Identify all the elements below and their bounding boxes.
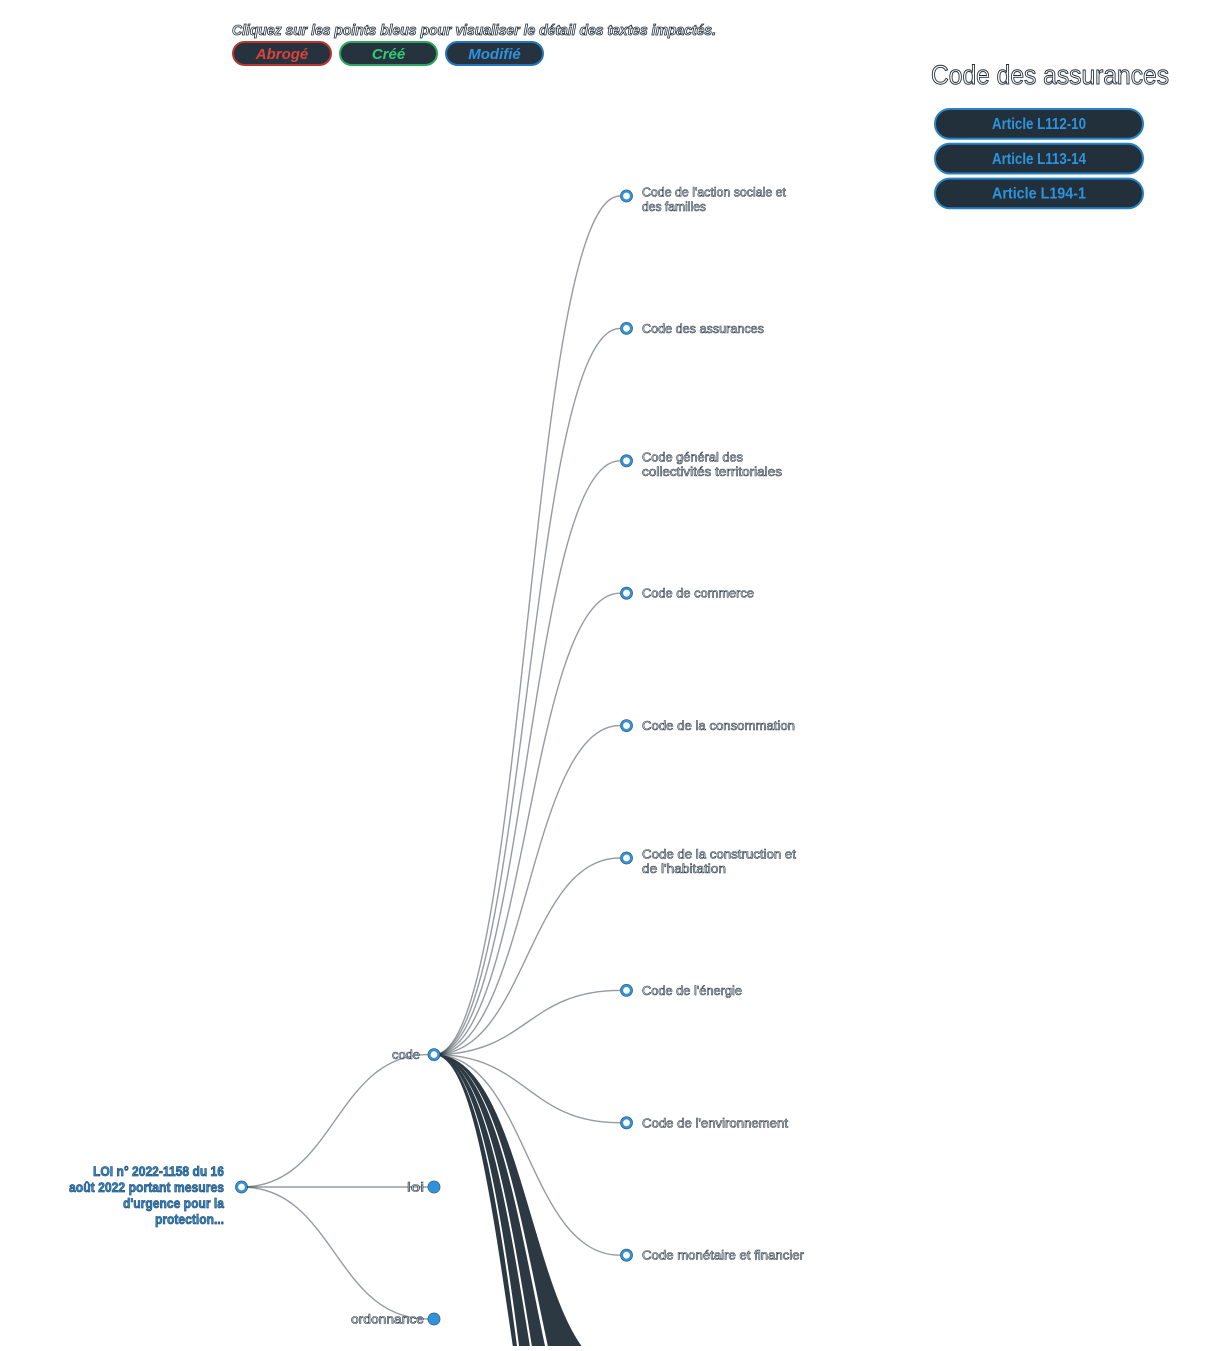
svg-text:Code des assurances: Code des assurances [931, 60, 1169, 90]
svg-text:Modifié: Modifié [468, 46, 521, 63]
svg-text:Créé: Créé [372, 46, 405, 63]
svg-text:Code de commerce: Code de commerce [642, 586, 754, 601]
svg-text:des familles: des familles [642, 199, 706, 214]
svg-text:Article L112-10: Article L112-10 [992, 116, 1086, 133]
svg-text:d'urgence pour la: d'urgence pour la [123, 1195, 224, 1211]
svg-text:Code de l'énergie: Code de l'énergie [642, 983, 742, 998]
svg-text:LOI n° 2022-1158 du 16: LOI n° 2022-1158 du 16 [93, 1163, 224, 1179]
svg-text:Code de l'action sociale et: Code de l'action sociale et [642, 185, 786, 200]
svg-text:collectivités territoriales: collectivités territoriales [642, 464, 783, 479]
svg-text:protection...: protection... [155, 1211, 224, 1227]
svg-text:Article L194-1: Article L194-1 [992, 186, 1086, 203]
svg-text:Cliquez sur les points bleus p: Cliquez sur les points bleus pour visual… [232, 23, 716, 39]
svg-text:Code de la consommation: Code de la consommation [642, 718, 795, 733]
svg-text:Code général des: Code général des [642, 449, 743, 464]
svg-text:août 2022 portant mesures: août 2022 portant mesures [69, 1179, 224, 1195]
svg-text:loi: loi [407, 1180, 424, 1195]
svg-text:de l'habitation: de l'habitation [642, 861, 726, 876]
svg-text:Code de l'environnement: Code de l'environnement [642, 1115, 788, 1130]
svg-text:Code de la construction et: Code de la construction et [642, 847, 796, 862]
svg-text:code: code [392, 1047, 420, 1062]
svg-text:Code monétaire et financier: Code monétaire et financier [642, 1248, 805, 1263]
svg-text:ordonnance: ordonnance [351, 1312, 424, 1327]
svg-text:Article L113-14: Article L113-14 [992, 151, 1086, 168]
svg-text:Code des assurances: Code des assurances [642, 321, 764, 336]
svg-text:Abrogé: Abrogé [255, 46, 309, 63]
